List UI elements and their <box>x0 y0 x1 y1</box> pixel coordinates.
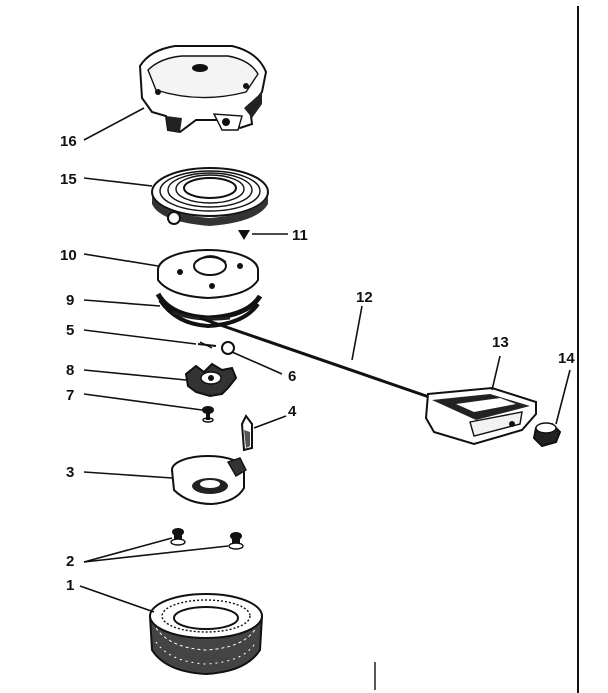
label-4: 4 <box>288 403 297 420</box>
part-15-recoil-spring <box>151 167 269 226</box>
part-11-screw <box>238 230 250 240</box>
leader-8 <box>83 369 187 381</box>
leader-14 <box>555 369 571 425</box>
part-3-starter-cup <box>171 455 247 506</box>
part-8-ratchet <box>184 362 238 398</box>
part-9-rope-coil <box>155 292 263 329</box>
part-7-screw <box>202 406 214 423</box>
label-6: 6 <box>288 368 296 385</box>
label-15: 15 <box>60 171 77 188</box>
leader-7 <box>83 393 203 411</box>
label-16: 16 <box>60 133 77 150</box>
leader-2b <box>83 545 229 563</box>
label-13: 13 <box>492 334 509 351</box>
label-7: 7 <box>66 387 74 404</box>
leader-15 <box>83 177 153 187</box>
part-1-knurled-nut <box>149 593 263 676</box>
part-12-starter-rope <box>199 316 433 400</box>
leader-6 <box>231 351 283 375</box>
leader-10 <box>83 253 159 267</box>
label-8: 8 <box>66 362 74 379</box>
label-9: 9 <box>66 292 74 309</box>
leader-3 <box>83 471 173 479</box>
part-10-pulley <box>157 249 259 300</box>
leader-12 <box>351 305 363 361</box>
part-6-ring <box>221 341 235 355</box>
leader-13 <box>491 355 501 391</box>
label-5: 5 <box>66 322 74 339</box>
part-13-handle <box>424 386 537 446</box>
label-2: 2 <box>66 553 74 570</box>
label-14: 14 <box>558 350 575 367</box>
part-14-insert <box>532 422 562 448</box>
leader-1 <box>79 585 155 613</box>
label-3: 3 <box>66 464 74 481</box>
leader-5 <box>83 329 197 345</box>
part-16-housing-cover <box>138 45 268 134</box>
part-2-screws <box>170 528 244 550</box>
leader-lines <box>79 107 571 613</box>
leader-4 <box>253 415 287 429</box>
label-10: 10 <box>60 247 77 264</box>
label-12: 12 <box>356 289 373 306</box>
label-11: 11 <box>292 227 308 244</box>
label-1: 1 <box>66 577 74 594</box>
part-4-pawl <box>240 414 253 452</box>
leader-16 <box>83 107 145 141</box>
leader-9 <box>83 299 161 307</box>
leader-2a <box>83 537 173 563</box>
part-5-pin <box>197 341 217 349</box>
